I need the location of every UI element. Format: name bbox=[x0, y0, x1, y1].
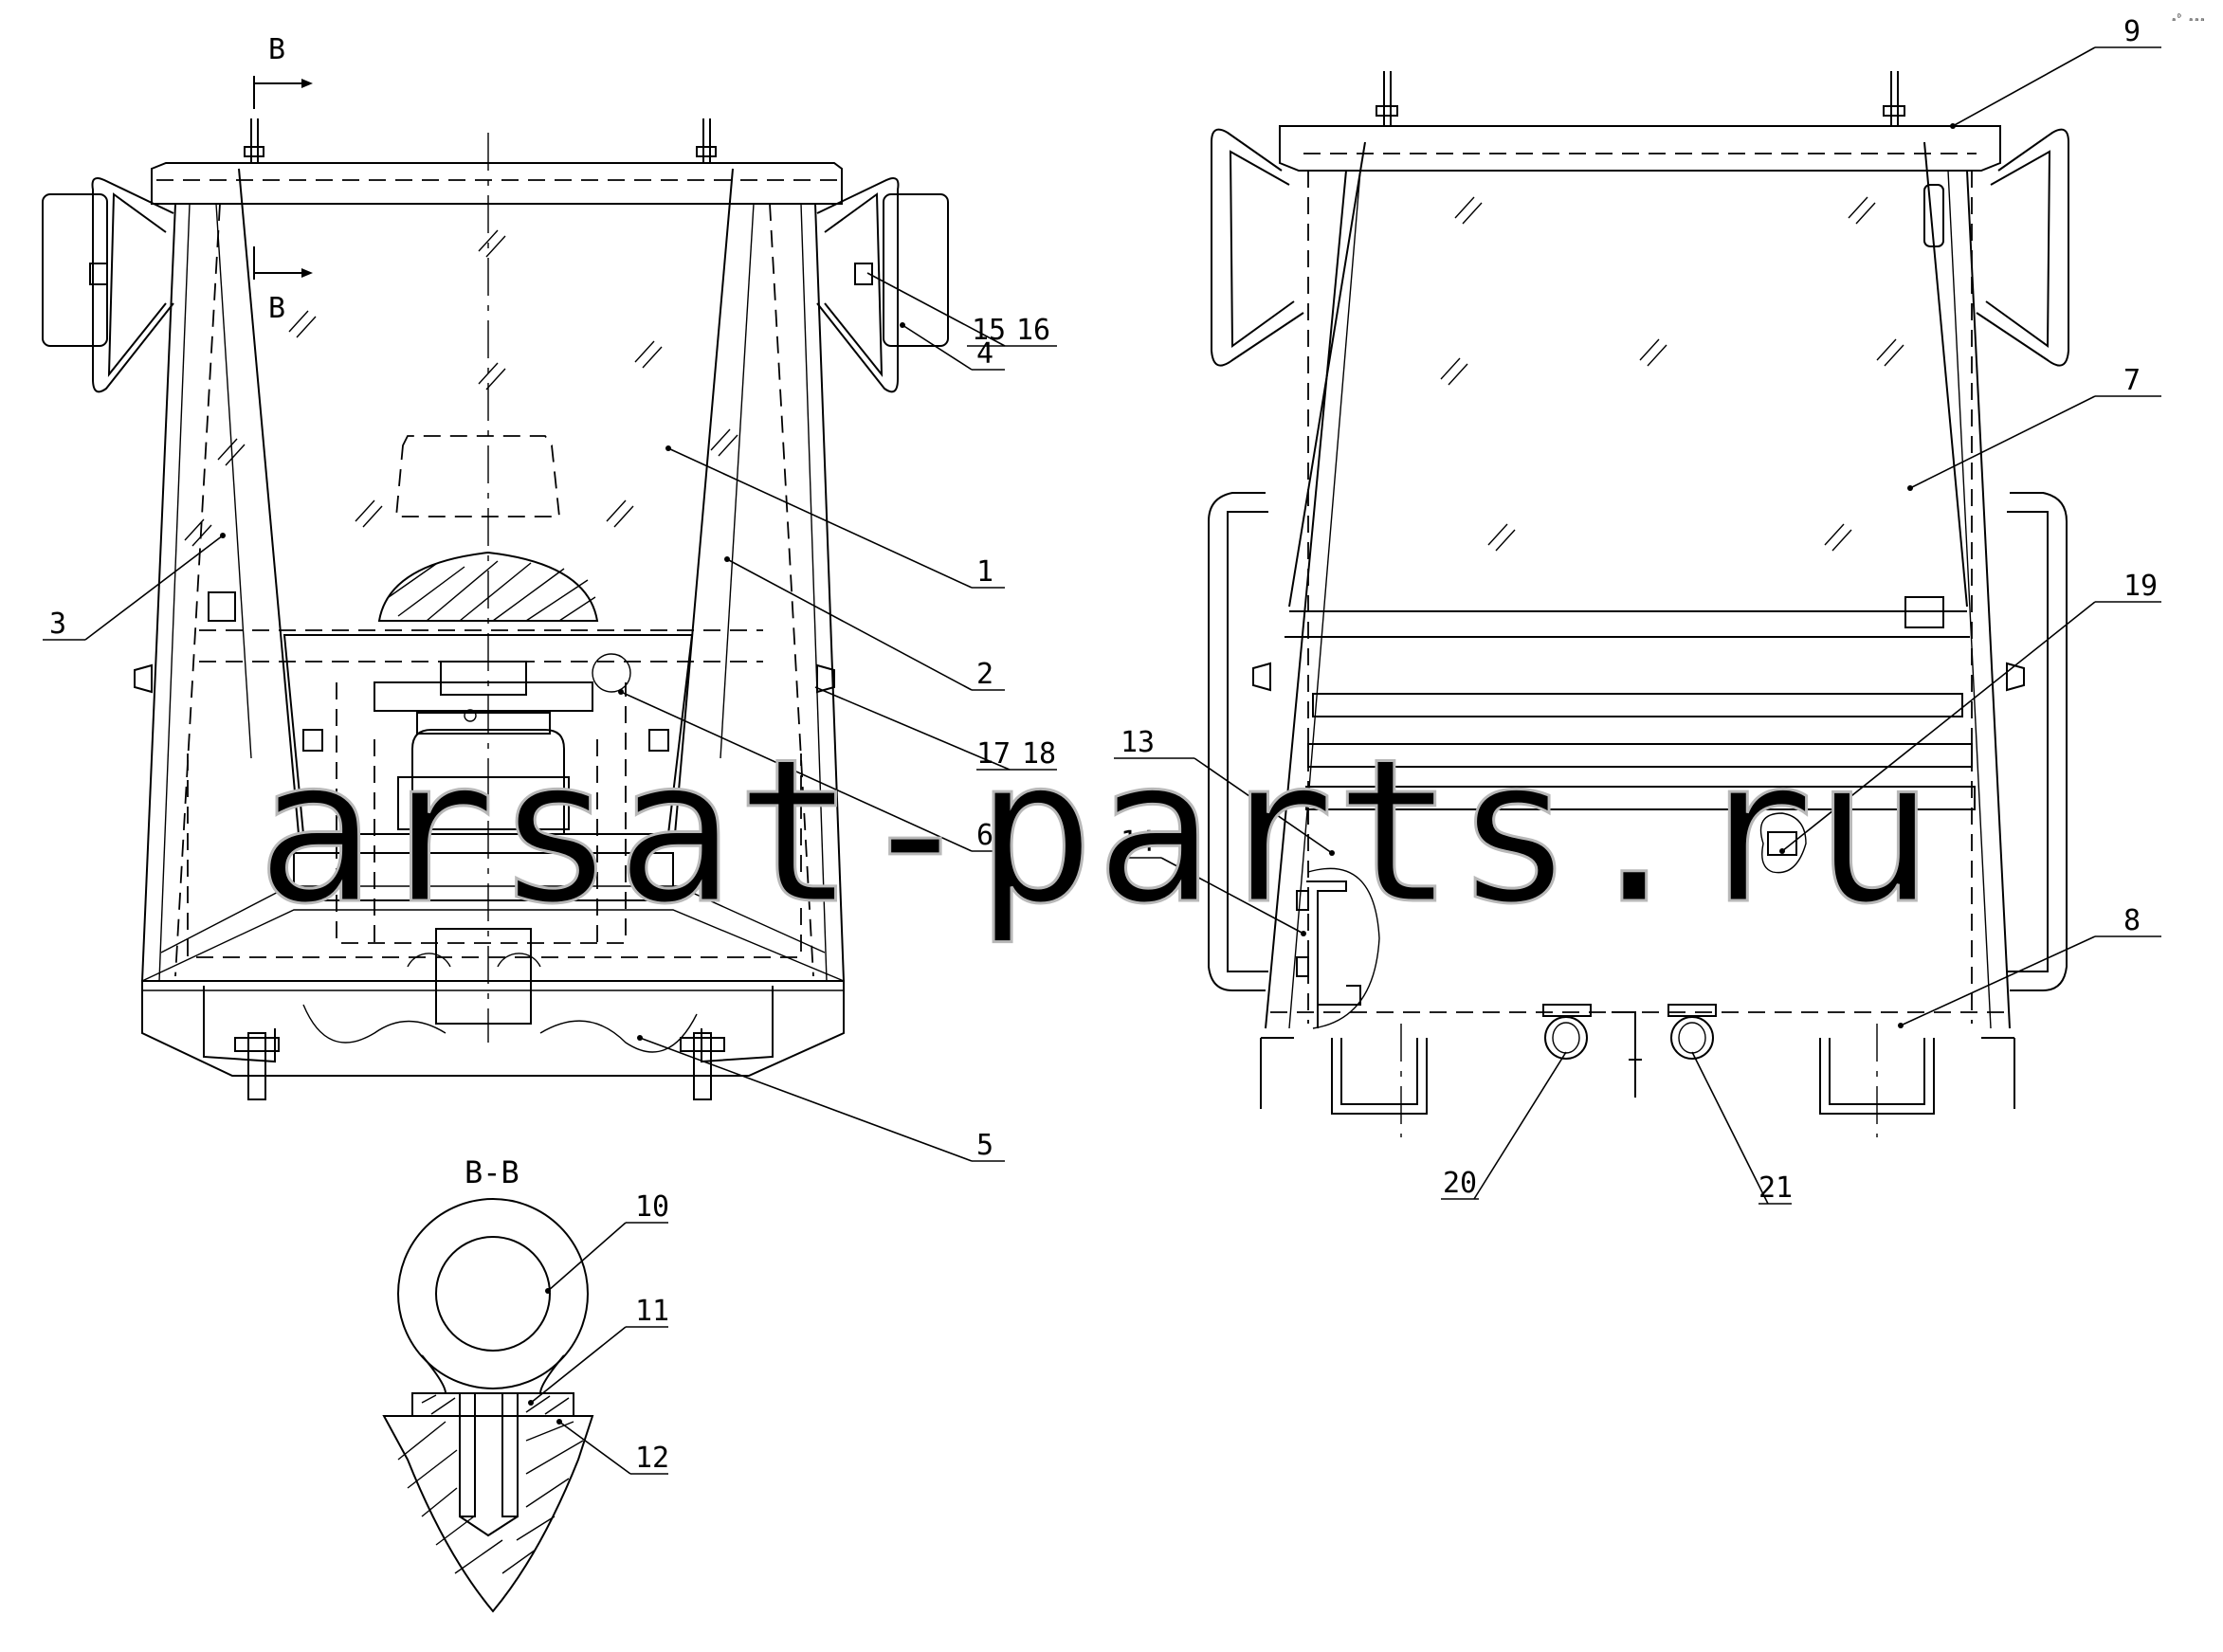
callout-12: 12 bbox=[635, 1442, 669, 1475]
callout-11: 11 bbox=[635, 1295, 669, 1328]
callout-4: 4 bbox=[976, 337, 993, 371]
glass-marks-front bbox=[184, 229, 738, 547]
callout-labels: 1 2 3 4 5 6 7 8 9 10 11 12 13 14 15 16 1… bbox=[49, 15, 2158, 1475]
leader-lines bbox=[43, 46, 2161, 1475]
lifting-eye-right bbox=[696, 118, 717, 163]
callout-1: 1 bbox=[976, 555, 993, 589]
front-view bbox=[42, 118, 949, 1100]
callout-17: 17 bbox=[976, 737, 1011, 771]
right-mirror bbox=[883, 193, 949, 347]
callout-16: 16 bbox=[1016, 314, 1050, 347]
callout-20: 20 bbox=[1443, 1167, 1477, 1200]
left-mirror bbox=[42, 193, 108, 347]
callout-13: 13 bbox=[1121, 726, 1155, 759]
callout-19: 19 bbox=[2123, 570, 2158, 603]
section-hatch bbox=[397, 1394, 584, 1574]
section-mark-bottom: B bbox=[268, 292, 285, 325]
callout-6: 6 bbox=[976, 819, 993, 852]
callout-10: 10 bbox=[635, 1190, 669, 1224]
corner-mark: ₐᴰ ₐₐₐ bbox=[2171, 13, 2205, 24]
glass-marks-rear bbox=[1440, 196, 1904, 552]
callout-8: 8 bbox=[2123, 904, 2141, 937]
callout-2: 2 bbox=[976, 658, 993, 691]
callout-3: 3 bbox=[49, 608, 66, 641]
section-cut-marks: B B bbox=[253, 33, 313, 325]
section-title: B-B bbox=[465, 1154, 519, 1190]
callout-7: 7 bbox=[2123, 364, 2141, 397]
callout-9: 9 bbox=[2123, 15, 2141, 48]
callout-14: 14 bbox=[1121, 826, 1155, 859]
callout-18: 18 bbox=[1022, 737, 1056, 771]
section-b-b: B-B bbox=[382, 1154, 594, 1613]
callout-15: 15 bbox=[972, 314, 1006, 347]
rear-view bbox=[1208, 71, 2069, 1137]
callout-21: 21 bbox=[1758, 1171, 1793, 1205]
seat-hatch bbox=[388, 560, 596, 622]
section-mark-top: B bbox=[268, 33, 285, 66]
watermark: arsat-parts.ru bbox=[256, 716, 1934, 948]
callout-5: 5 bbox=[976, 1129, 993, 1162]
lifting-eye-left bbox=[244, 118, 264, 163]
